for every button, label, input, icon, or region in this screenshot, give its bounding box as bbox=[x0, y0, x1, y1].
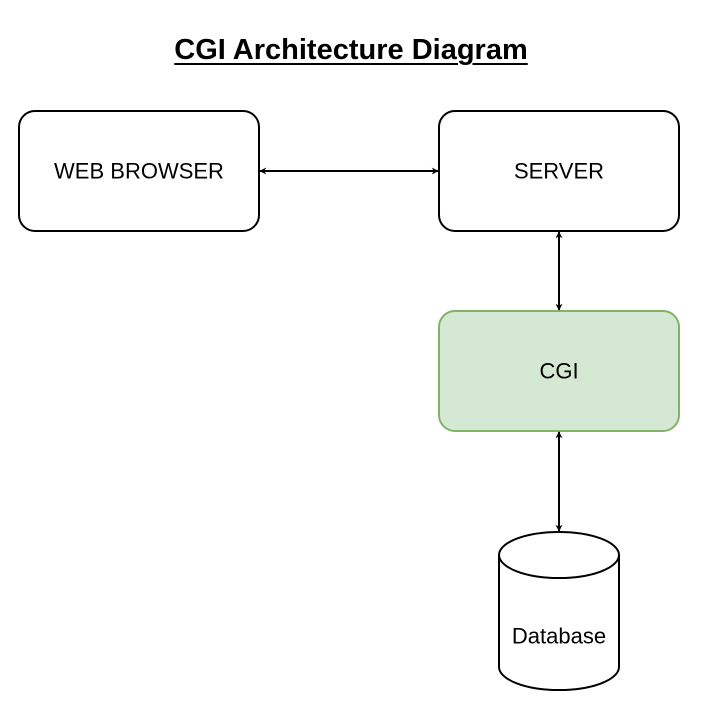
database-label: Database bbox=[512, 624, 606, 649]
web-browser-label: WEB BROWSER bbox=[54, 159, 224, 184]
diagram-title: CGI Architecture Diagram bbox=[174, 34, 528, 66]
database-cylinder-body bbox=[498, 555, 620, 691]
web-browser-box bbox=[18, 110, 260, 232]
web-browser-node[interactable]: WEB BROWSER bbox=[18, 110, 260, 232]
database-node[interactable]: Database bbox=[498, 531, 620, 691]
cgi-label: CGI bbox=[539, 359, 578, 384]
cgi-node[interactable]: CGI bbox=[438, 310, 680, 432]
server-box bbox=[438, 110, 680, 232]
cgi-box bbox=[438, 310, 680, 432]
server-label: SERVER bbox=[514, 159, 604, 184]
server-node[interactable]: SERVER bbox=[438, 110, 680, 232]
database-cylinder-top bbox=[498, 531, 620, 579]
